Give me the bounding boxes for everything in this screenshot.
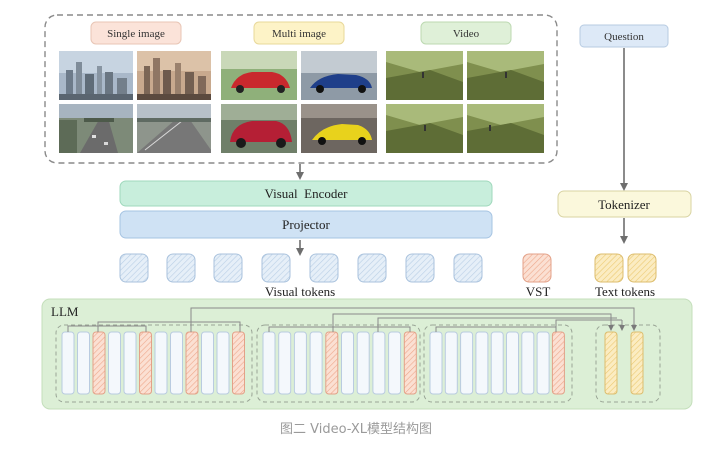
vst-label: VST (526, 284, 551, 299)
llm-chunk-2 (256, 324, 421, 403)
llm-visual-column (444, 331, 458, 395)
video-frame-1 (386, 51, 463, 100)
visual-token (453, 253, 483, 283)
llm-vst-column (139, 331, 152, 395)
connector-line (67, 325, 147, 332)
llm-visual-column (372, 331, 386, 395)
video-frames (386, 51, 544, 153)
llm-visual-column (216, 331, 230, 395)
visual-encoder-box: Visual Encoder (119, 180, 493, 207)
visual-tokens-label: Visual tokens (265, 284, 335, 299)
visual-token (213, 253, 243, 283)
yellow-sports-car-image (301, 104, 377, 153)
llm-visual-column (61, 331, 75, 395)
video-frame-3 (386, 104, 463, 153)
llm-visual-column (77, 331, 90, 395)
blue-sports-car-image (301, 51, 377, 100)
red-suv-image (221, 104, 297, 153)
connector-line (555, 319, 622, 332)
connector-line (268, 326, 411, 332)
llm-visual-column (490, 331, 504, 395)
llm-visual-column (170, 331, 183, 395)
llm-visual-column (341, 331, 354, 395)
llm-visual-column (123, 331, 137, 395)
question-box: Question (579, 24, 669, 48)
question-label: Question (604, 31, 644, 43)
llm-visual-column (356, 331, 370, 395)
highway-image-1 (59, 104, 133, 153)
tokenizer-box: Tokenizer (557, 190, 692, 218)
llm-vst-column (92, 331, 106, 395)
connector-line (190, 307, 635, 332)
single-image-label-text: Single image (107, 28, 165, 40)
connector-line (435, 326, 556, 332)
multi-image-thumbnails (221, 51, 377, 153)
projector-label: Projector (282, 217, 330, 232)
llm-vst-column (403, 331, 417, 395)
llm-visual-column (262, 331, 276, 395)
llm-text-column (604, 331, 618, 395)
llm-text-chunk (595, 324, 661, 403)
input-panel (44, 14, 558, 164)
city-skyline-image-2 (137, 51, 211, 100)
video-label-text: Video (453, 28, 480, 40)
multi-image-label-text: Multi image (272, 28, 326, 40)
tokenizer-label: Tokenizer (598, 197, 650, 212)
connector-line (332, 313, 612, 332)
visual-token (261, 253, 291, 283)
llm-visual-column (201, 331, 214, 395)
video-frame-2 (467, 51, 544, 100)
vst-token (522, 253, 552, 283)
text-token-row (594, 253, 657, 283)
llm-visual-column (521, 331, 535, 395)
llm-text-column (630, 331, 644, 395)
llm-label: LLM (51, 304, 79, 319)
multi-image-label: Multi image (253, 21, 345, 45)
llm-vst-column (185, 331, 199, 395)
llm-visual-column (293, 331, 307, 395)
llm-visual-column (429, 331, 443, 395)
video-label: Video (420, 21, 512, 45)
llm-visual-column (278, 331, 292, 395)
visual-token (405, 253, 435, 283)
llm-visual-column (309, 331, 323, 395)
video-frame-4 (467, 104, 544, 153)
llm-chunk-3 (423, 324, 573, 403)
visual-encoder-label: Visual Encoder (265, 186, 349, 201)
figure-caption: 图二 Video-XL模型结构图 (280, 422, 432, 437)
llm-visual-column (506, 331, 519, 395)
city-skyline-image-1 (59, 51, 133, 100)
projector-box: Projector (119, 210, 493, 239)
text-tokens-label: Text tokens (595, 284, 655, 299)
single-image-label: Single image (90, 21, 182, 45)
text-token (594, 253, 624, 283)
llm-visual-column (536, 331, 550, 395)
visual-token (119, 253, 149, 283)
llm-vst-column (325, 331, 339, 395)
text-token (627, 253, 657, 283)
llm-vst-column (551, 331, 565, 395)
llm-token-columns (61, 331, 644, 395)
llm-visual-column (475, 331, 489, 395)
visual-token (357, 253, 387, 283)
highway-image-2 (137, 104, 211, 153)
visual-token-row (119, 253, 483, 283)
red-car-image (221, 51, 297, 100)
llm-visual-column (108, 331, 121, 395)
single-image-thumbnails (59, 51, 211, 153)
llm-vst-column (232, 331, 245, 395)
llm-visual-column (154, 331, 168, 395)
llm-attention-connectors (67, 307, 637, 332)
llm-visual-column (460, 331, 474, 395)
connector-line (97, 321, 241, 332)
llm-visual-column (388, 331, 402, 395)
visual-token (309, 253, 339, 283)
visual-token (166, 253, 196, 283)
